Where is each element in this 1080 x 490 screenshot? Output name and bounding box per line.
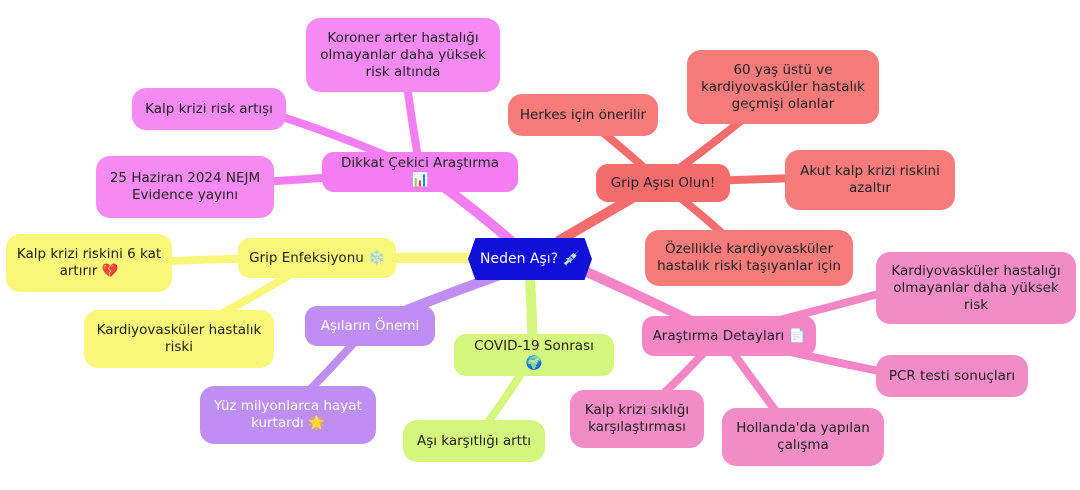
leaf-herkes-icin-label: Herkes için önerilir — [519, 106, 647, 123]
center-node-label: Neden Aşı? 💉 — [480, 250, 580, 267]
leaf-hollanda-label: Hollanda'da yapılan çalışma — [736, 420, 870, 453]
leaf-pcr-label: PCR testi sonuçları — [888, 367, 1016, 384]
leaf-asi-karsitligi[interactable]: Aşı karşıtlığı arttı — [403, 420, 545, 462]
leaf-hollanda[interactable]: Hollanda'da yapılan çalışma — [722, 408, 884, 466]
leaf-nejm[interactable]: 25 Haziran 2024 NEJM Evidence yayını — [96, 156, 274, 218]
leaf-yuz-milyon[interactable]: Yüz milyonlarca hayat kurtardı 🌟 — [200, 386, 376, 444]
leaf-kardiyo-riski[interactable]: Kardiyovasküler hastalık riski — [84, 310, 274, 368]
leaf-nejm-label: 25 Haziran 2024 NEJM Evidence yayını — [109, 170, 261, 203]
hub-grip-enf-label: Grip Enfeksiyonu ❄️ — [249, 249, 385, 266]
leaf-ozellikle[interactable]: Özellikle kardiyovasküler hastalık riski… — [645, 230, 853, 286]
hub-grip-enfeksiyonu[interactable]: Grip Enfeksiyonu ❄️ — [238, 238, 396, 278]
leaf-koroner-label: Koroner arter hastalığı olmayanlar daha … — [320, 29, 486, 80]
hub-dikkat-cekici[interactable]: Dikkat Çekici Araştırma 📊 — [322, 152, 518, 192]
leaf-herkes-icin[interactable]: Herkes için önerilir — [508, 94, 658, 136]
leaf-6-kat-label: Kalp krizi riskini 6 kat artırır 💔 — [16, 246, 162, 279]
leaf-akut-kalp-label: Akut kalp krizi riskini azaltır — [800, 163, 940, 196]
leaf-kardiyo-olmayanlar[interactable]: Kardiyovasküler hastalığı olmayanlar dah… — [876, 252, 1076, 324]
center-node[interactable]: Neden Aşı? 💉 — [468, 238, 592, 280]
leaf-pcr[interactable]: PCR testi sonuçları — [876, 355, 1028, 397]
hub-asilar-label: Aşıların Önemi — [320, 317, 420, 334]
leaf-6-kat[interactable]: Kalp krizi riskini 6 kat artırır 💔 — [6, 234, 172, 292]
leaf-kalp-krizi-risk[interactable]: Kalp krizi risk artışı — [132, 88, 286, 130]
hub-arastirma-label: Araştırma Detayları 📄 — [652, 327, 806, 344]
leaf-kardiyo-riski-label: Kardiyovasküler hastalık riski — [96, 322, 262, 355]
leaf-akut-kalp[interactable]: Akut kalp krizi riskini azaltır — [785, 150, 955, 210]
leaf-kardiyo-olmayanlar-label: Kardiyovasküler hastalığı olmayanlar dah… — [891, 262, 1061, 313]
hub-asilarin-onemi[interactable]: Aşıların Önemi — [305, 306, 435, 346]
hub-covid[interactable]: COVID-19 Sonrası 🌍 — [454, 334, 614, 376]
leaf-kalp-krizi-sikligi-label: Kalp krizi sıklığı karşılaştırması — [584, 402, 690, 435]
hub-grip-asisi-label: Grip Aşısı Olun! — [610, 174, 716, 191]
leaf-60-yas-label: 60 yaş üstü ve kardiyovasküler hastalık … — [701, 61, 865, 112]
leaf-kalp-krizi-risk-label: Kalp krizi risk artışı — [145, 100, 273, 117]
hub-arastirma-detaylari[interactable]: Araştırma Detayları 📄 — [642, 316, 816, 356]
hub-dikkat-label: Dikkat Çekici Araştırma 📊 — [340, 155, 500, 188]
hub-grip-asisi[interactable]: Grip Aşısı Olun! — [596, 164, 730, 202]
leaf-yuz-milyon-label: Yüz milyonlarca hayat kurtardı 🌟 — [214, 398, 362, 431]
leaf-60-yas[interactable]: 60 yaş üstü ve kardiyovasküler hastalık … — [687, 50, 879, 124]
leaf-kalp-krizi-sikligi[interactable]: Kalp krizi sıklığı karşılaştırması — [570, 390, 704, 448]
leaf-ozellikle-label: Özellikle kardiyovasküler hastalık riski… — [657, 241, 841, 274]
leaf-koroner[interactable]: Koroner arter hastalığı olmayanlar daha … — [306, 18, 500, 92]
leaf-asi-karsitligi-label: Aşı karşıtlığı arttı — [416, 432, 532, 449]
hub-covid-label: COVID-19 Sonrası 🌍 — [474, 338, 594, 371]
